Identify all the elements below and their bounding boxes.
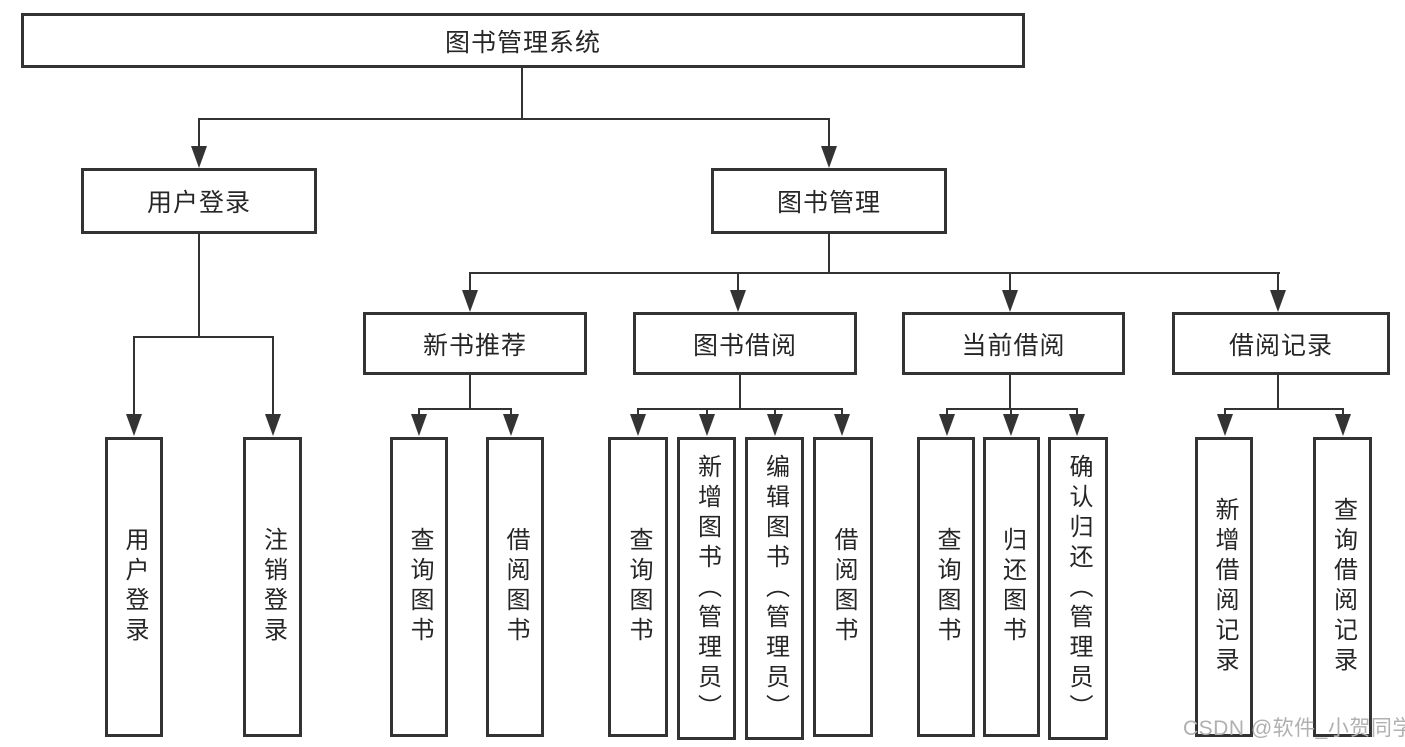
leaf-bb-edit-books-admin: 编辑图书（管理员）: [745, 437, 804, 740]
leaf-bb-query-books: 查询图书: [608, 437, 668, 737]
connector-stem-book-borrow: [737, 272, 739, 292]
arrowhead-br-add: [1217, 414, 1233, 436]
leaf-bb-query-books-label: 查询图书: [625, 527, 652, 647]
arrowhead-user-login: [191, 146, 207, 168]
connector-root-horizontal: [198, 118, 830, 120]
leaf-bb-borrow-books: 借阅图书: [813, 437, 873, 737]
connector-stem-bb-add: [706, 408, 708, 418]
leaf-cb-return-books: 归还图书: [983, 437, 1040, 737]
leaf-logout: 注销登录: [243, 437, 302, 737]
connector-stem-current-borrow: [1009, 272, 1011, 292]
node-borrow-records: 借阅记录: [1172, 312, 1390, 375]
leaf-bb-add-books-admin: 新增图书（管理员）: [677, 437, 736, 740]
leaf-cb-return-books-label: 归还图书: [998, 527, 1026, 647]
arrowhead-leaf-logout: [265, 414, 281, 436]
node-current-borrowing: 当前借阅: [902, 312, 1125, 375]
arrowhead-current-borrow: [1002, 290, 1018, 312]
connector-cb-stub: [1009, 375, 1011, 410]
connector-book-mgmt-horizontal: [470, 272, 1280, 274]
connector-stem-user-login: [198, 118, 200, 150]
connector-bb-stub: [739, 375, 741, 410]
connector-nbr-horizontal: [418, 408, 512, 410]
arrowhead-book-mgmt: [821, 146, 837, 168]
connector-stem-new-book-rec: [469, 272, 471, 292]
leaf-user-login: 用户登录: [105, 437, 163, 737]
connector-stem-nbr-borrow: [510, 408, 512, 418]
connector-root-stub: [521, 68, 523, 119]
connector-stem-book-mgmt: [828, 118, 830, 150]
connector-br-stub: [1277, 375, 1279, 410]
node-new-book-recommend: 新书推荐: [363, 312, 587, 375]
connector-stem-br-query: [1342, 408, 1344, 418]
connector-stem-br-add: [1224, 408, 1226, 418]
leaf-bb-edit-books-admin-label: 编辑图书（管理员）: [761, 453, 789, 724]
connector-stem-nbr-query: [418, 408, 420, 418]
connector-book-mgmt-stub: [828, 234, 830, 274]
connector-bb-horizontal: [637, 408, 843, 410]
arrowhead-borrow-record: [1270, 290, 1286, 312]
leaf-cb-confirm-return-admin-label: 确认归还（管理员）: [1065, 453, 1092, 724]
csdn-watermark: CSDN @软件_小贺同学: [1183, 717, 1405, 740]
arrowhead-nbr-query: [411, 414, 427, 436]
leaf-nbr-query-books-label: 查询图书: [406, 527, 433, 647]
connector-stem-cb-return: [1010, 408, 1012, 418]
connector-stem-bb-borrow: [841, 408, 843, 418]
arrowhead-bb-query: [630, 414, 646, 436]
leaf-nbr-query-books: 查询图书: [390, 437, 448, 737]
connector-stem-bb-query: [637, 408, 639, 418]
connector-br-horizontal: [1224, 408, 1343, 410]
connector-nbr-stub: [469, 375, 471, 410]
leaf-br-query-record: 查询借阅记录: [1313, 437, 1372, 737]
leaf-nbr-borrow-books-label: 借阅图书: [502, 527, 529, 647]
arrowhead-bb-borrow: [834, 414, 850, 436]
leaf-nbr-borrow-books: 借阅图书: [486, 437, 544, 737]
connector-stem-leaf-user-login: [133, 336, 135, 416]
leaf-bb-add-books-admin-label: 新增图书（管理员）: [693, 453, 721, 724]
leaf-cb-query-books: 查询图书: [917, 437, 975, 737]
node-root-library-management-system: 图书管理系统: [21, 13, 1025, 68]
leaf-br-add-record-label: 新增借阅记录: [1211, 497, 1238, 677]
arrowhead-bb-edit: [767, 414, 783, 436]
arrowhead-cb-query: [939, 414, 955, 436]
leaf-cb-confirm-return-admin: 确认归还（管理员）: [1048, 437, 1108, 740]
node-book-borrowing: 图书借阅: [633, 312, 857, 375]
connector-user-login-stub: [198, 234, 200, 338]
connector-stem-bb-edit: [774, 408, 776, 418]
arrowhead-leaf-user-login: [126, 414, 142, 436]
leaf-br-query-record-label: 查询借阅记录: [1329, 497, 1357, 677]
arrowhead-br-query: [1335, 414, 1351, 436]
connector-stem-cb-query: [946, 408, 948, 418]
node-book-management: 图书管理: [711, 168, 947, 234]
arrowhead-cb-return: [1003, 414, 1019, 436]
connector-stem-leaf-logout: [272, 336, 274, 416]
leaf-cb-query-books-label: 查询图书: [933, 527, 960, 647]
leaf-br-add-record: 新增借阅记录: [1195, 437, 1253, 737]
connector-user-login-horizontal: [133, 336, 274, 338]
connector-cb-horizontal: [946, 408, 1078, 410]
leaf-bb-borrow-books-label: 借阅图书: [830, 527, 857, 647]
arrowhead-nbr-borrow: [503, 414, 519, 436]
connector-stem-borrow-record: [1277, 272, 1279, 292]
leaf-user-login-label: 用户登录: [121, 527, 148, 647]
arrowhead-cb-confirm: [1069, 414, 1085, 436]
arrowhead-bb-add: [699, 414, 715, 436]
node-user-login: 用户登录: [81, 168, 317, 234]
arrowhead-new-book-rec: [462, 290, 478, 312]
arrowhead-book-borrow: [730, 290, 746, 312]
connector-stem-cb-confirm: [1076, 408, 1078, 418]
leaf-logout-label: 注销登录: [259, 527, 287, 647]
